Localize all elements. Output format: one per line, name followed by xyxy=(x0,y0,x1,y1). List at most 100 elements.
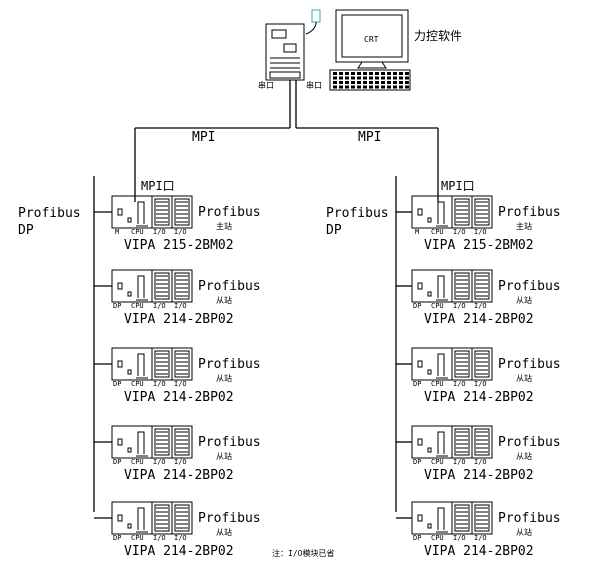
right-plc-3-slot-2: I/O xyxy=(453,458,466,466)
profibus-dp-left-sub: DP xyxy=(18,223,34,238)
mpi-left-label: MPI xyxy=(192,130,216,145)
right-plc-0-slot-2: I/O xyxy=(453,228,466,236)
software-label: 力控软件 xyxy=(414,29,463,43)
right-plc-4-role-net: Profibus xyxy=(498,511,561,526)
right-plc-2-model: VIPA 214-2BP02 xyxy=(424,390,534,405)
profibus-dp-left-label: Profibus xyxy=(18,206,81,221)
right-plc-3 xyxy=(411,425,493,459)
footnote: 注：I/O模块已省 xyxy=(272,549,335,558)
left-plc-4-role-net: Profibus xyxy=(198,511,261,526)
right-plc-3-slot-3: I/O xyxy=(474,458,487,466)
left-plc-4-slot-1: CPU xyxy=(131,534,144,542)
left-plc-3-slot-0: DP xyxy=(113,458,122,466)
left-plc-3-slot-1: CPU xyxy=(131,458,144,466)
left-plc-1-slot-2: I/O xyxy=(153,302,166,310)
right-plc-4-model: VIPA 214-2BP02 xyxy=(424,544,534,559)
right-plc-1-role: 从站 xyxy=(516,296,532,305)
right-plc-3-role: 从站 xyxy=(516,452,532,461)
left-plc-3-role-net: Profibus xyxy=(198,435,261,450)
left-plc-4-slot-3: I/O xyxy=(174,534,187,542)
right-plc-4-slot-1: CPU xyxy=(431,534,444,542)
right-plc-0-slot-0: M xyxy=(415,228,420,236)
right-plc-2 xyxy=(411,347,493,381)
left-plc-1-slot-3: I/O xyxy=(174,302,187,310)
left-plc-0 xyxy=(111,195,193,229)
left-plc-1-role: 从站 xyxy=(216,296,232,305)
left-plc-0-slot-0: M xyxy=(115,228,120,236)
profibus-stubs xyxy=(94,211,412,519)
connection-lines xyxy=(93,80,439,512)
right-plc-2-slot-2: I/O xyxy=(453,380,466,388)
profibus-dp-right-sub: DP xyxy=(326,223,342,238)
left-plc-2 xyxy=(111,347,193,381)
left-plc-3-slot-3: I/O xyxy=(174,458,187,466)
serial-port-left-label: 串口 xyxy=(258,81,274,90)
left-plc-4-model: VIPA 214-2BP02 xyxy=(124,544,234,559)
left-plc-4-slot-0: DP xyxy=(113,534,122,542)
right-plc-1 xyxy=(411,269,493,303)
right-plc-0-model: VIPA 215-2BM02 xyxy=(424,238,534,253)
left-plc-2-slot-3: I/O xyxy=(174,380,187,388)
right-plc-2-slot-3: I/O xyxy=(474,380,487,388)
mpi-right-label: MPI xyxy=(358,130,382,145)
left-plc-1-slot-1: CPU xyxy=(131,302,144,310)
right-plc-3-role-net: Profibus xyxy=(498,435,561,450)
right-plc-1-slot-0: DP xyxy=(413,302,422,310)
right-plc-4-slot-0: DP xyxy=(413,534,422,542)
left-plc-1-slot-0: DP xyxy=(113,302,122,310)
left-plc-0-slot-2: I/O xyxy=(153,228,166,236)
left-plc-4-slot-2: I/O xyxy=(153,534,166,542)
left-plc-1-role-net: Profibus xyxy=(198,279,261,294)
crt-label: CRT xyxy=(364,35,379,44)
left-plc-4 xyxy=(111,501,193,535)
mouse-icon xyxy=(305,9,321,35)
left-plc-1 xyxy=(111,269,193,303)
serial-port-right-label: 串口 xyxy=(306,81,322,90)
mpi-port-left-label: MPI口 xyxy=(141,179,175,193)
left-plc-0-slot-3: I/O xyxy=(174,228,187,236)
right-plc-2-role: 从站 xyxy=(516,374,532,383)
monitor-icon xyxy=(335,9,409,69)
profibus-dp-right-label: Profibus xyxy=(326,206,389,221)
right-plc-0 xyxy=(411,195,493,229)
right-plc-0-slot-3: I/O xyxy=(474,228,487,236)
right-plc-1-model: VIPA 214-2BP02 xyxy=(424,312,534,327)
left-plc-0-slot-1: CPU xyxy=(131,228,144,236)
left-plc-2-slot-2: I/O xyxy=(153,380,166,388)
left-plc-0-model: VIPA 215-2BM02 xyxy=(124,238,234,253)
right-plc-2-slot-1: CPU xyxy=(431,380,444,388)
right-plc-1-slot-2: I/O xyxy=(453,302,466,310)
right-plc-1-slot-1: CPU xyxy=(431,302,444,310)
right-plc-1-role-net: Profibus xyxy=(498,279,561,294)
left-plc-0-role-net: Profibus xyxy=(198,205,261,220)
left-plc-2-slot-0: DP xyxy=(113,380,122,388)
left-plc-3-model: VIPA 214-2BP02 xyxy=(124,468,234,483)
left-plc-2-role-net: Profibus xyxy=(198,357,261,372)
left-plc-0-role: 主站 xyxy=(216,222,232,231)
right-plc-3-slot-0: DP xyxy=(413,458,422,466)
right-plc-2-role-net: Profibus xyxy=(498,357,561,372)
mpi-port-right-label: MPI口 xyxy=(441,179,475,193)
right-plc-0-slot-1: CPU xyxy=(431,228,444,236)
left-plc-3 xyxy=(111,425,193,459)
pc-tower xyxy=(265,23,305,81)
right-plc-0-role-net: Profibus xyxy=(498,205,561,220)
right-plc-4-role: 从站 xyxy=(516,528,532,537)
left-plc-1-model: VIPA 214-2BP02 xyxy=(124,312,234,327)
left-plc-2-slot-1: CPU xyxy=(131,380,144,388)
left-plc-2-role: 从站 xyxy=(216,374,232,383)
left-plc-4-role: 从站 xyxy=(216,528,232,537)
right-plc-3-model: VIPA 214-2BP02 xyxy=(424,468,534,483)
keyboard-icon xyxy=(329,69,411,91)
right-plc-2-slot-0: DP xyxy=(413,380,422,388)
right-plc-4-slot-2: I/O xyxy=(453,534,466,542)
right-plc-3-slot-1: CPU xyxy=(431,458,444,466)
right-plc-4 xyxy=(411,501,493,535)
left-plc-3-role: 从站 xyxy=(216,452,232,461)
right-plc-0-role: 主站 xyxy=(516,222,532,231)
left-plc-2-model: VIPA 214-2BP02 xyxy=(124,390,234,405)
right-plc-1-slot-3: I/O xyxy=(474,302,487,310)
left-plc-3-slot-2: I/O xyxy=(153,458,166,466)
right-plc-4-slot-3: I/O xyxy=(474,534,487,542)
